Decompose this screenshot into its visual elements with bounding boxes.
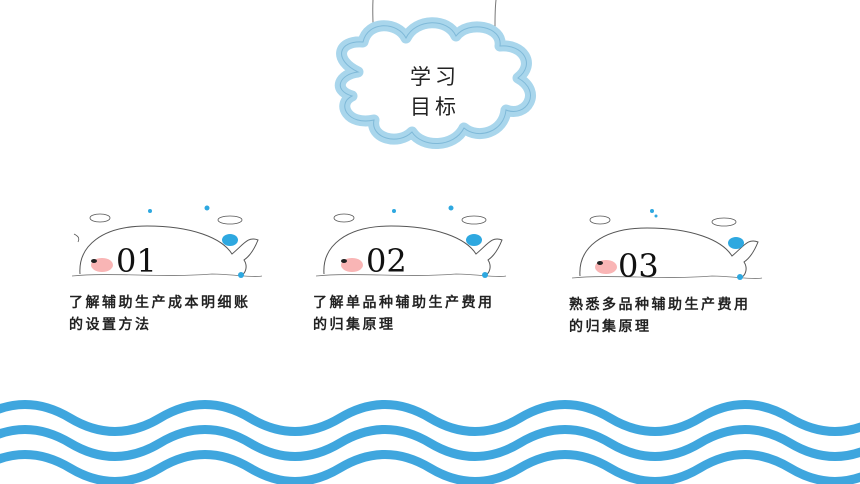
goal-item-1: 01 了解辅助生产成本明细账的设置方法 <box>69 196 272 346</box>
hanging-cloud-sign <box>334 0 536 149</box>
whale-icon <box>572 209 763 280</box>
goal-number: 01 <box>116 242 157 280</box>
goal-item-3: 03 熟悉多品种辅助生产费用的归集原理 <box>569 196 772 346</box>
wave-decoration <box>0 398 860 484</box>
whale-icon <box>72 205 263 278</box>
goal-text: 了解辅助生产成本明细账的设置方法 <box>69 295 251 333</box>
goal-text: 熟悉多品种辅助生产费用的归集原理 <box>569 297 751 335</box>
cloud-outline <box>339 22 531 145</box>
goal-number: 03 <box>618 247 659 285</box>
whale-icon <box>316 205 507 278</box>
goal-text: 了解单品种辅助生产费用的归集原理 <box>313 295 495 333</box>
sign-title: 学习目标 <box>410 65 460 119</box>
goal-number: 02 <box>366 242 407 280</box>
goal-item-2: 02 了解单品种辅助生产费用的归集原理 <box>313 196 516 346</box>
